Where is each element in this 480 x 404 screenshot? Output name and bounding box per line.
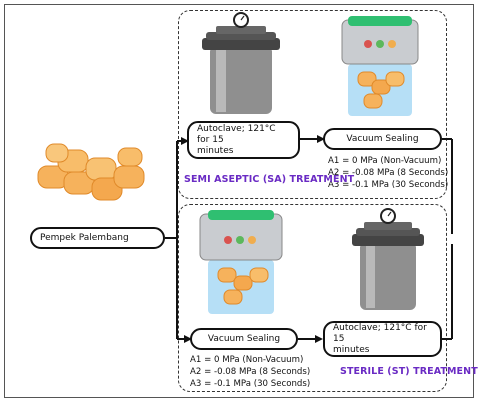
autoclave-icon: [352, 208, 424, 310]
pempek-food-icon: [37, 143, 145, 201]
sa-vacuum-sealing-step: Vacuum Sealing: [323, 128, 442, 150]
sa-treatment-title: SEMI ASEPTIC (SA) TREATMENT: [184, 174, 355, 185]
st-vacuum-sealing-label: Vacuum Sealing: [207, 333, 281, 344]
sa-vacuum-sealing-label: Vacuum Sealing: [346, 133, 419, 144]
autoclave-icon: [202, 12, 280, 114]
sa-autoclave-line1: Autoclave; 121°C for 15: [197, 123, 276, 145]
input-pempek-palembang: Pempek Palembang: [30, 227, 165, 249]
st-param-list: A1 = 0 MPa (Non-Vacuum) A2 = -0.08 MPa (…: [190, 354, 310, 390]
sa-autoclave-step: Autoclave; 121°C for 15 minutes: [187, 121, 300, 159]
vacuum-sealer-icon: [341, 16, 419, 116]
st-autoclave-step: Autoclave; 121°C for 15 minutes: [323, 321, 442, 357]
st-treatment-title: STERILE (ST) TREATMENT: [340, 366, 478, 377]
st-param-a3: A3 = -0.1 MPa (30 Seconds): [190, 379, 311, 389]
sa-param-a2: A2 = -0.08 MPa (8 Seconds): [328, 168, 449, 178]
sa-autoclave-line2: minutes: [197, 145, 234, 156]
st-param-a2: A2 = -0.08 MPa (8 Seconds): [190, 367, 311, 377]
input-label: Pempek Palembang: [40, 232, 129, 243]
st-autoclave-line1: Autoclave; 121°C for 15: [333, 322, 427, 344]
st-autoclave-line2: minutes: [333, 344, 370, 355]
sa-param-a1: A1 = 0 MPa (Non-Vacuum): [328, 156, 442, 166]
sterile-panel: [178, 204, 447, 392]
st-param-a1: A1 = 0 MPa (Non-Vacuum): [190, 355, 304, 365]
sa-param-list: A1 = 0 MPa (Non-Vacuum) A2 = -0.08 MPa (…: [328, 155, 448, 191]
semi-aseptic-panel: [178, 10, 447, 199]
figure-frame: [4, 4, 474, 398]
vacuum-sealer-icon: [199, 210, 283, 314]
st-vacuum-sealing-step: Vacuum Sealing: [190, 328, 298, 350]
sa-param-a3: A3 = -0.1 MPa (30 Seconds): [328, 180, 449, 190]
